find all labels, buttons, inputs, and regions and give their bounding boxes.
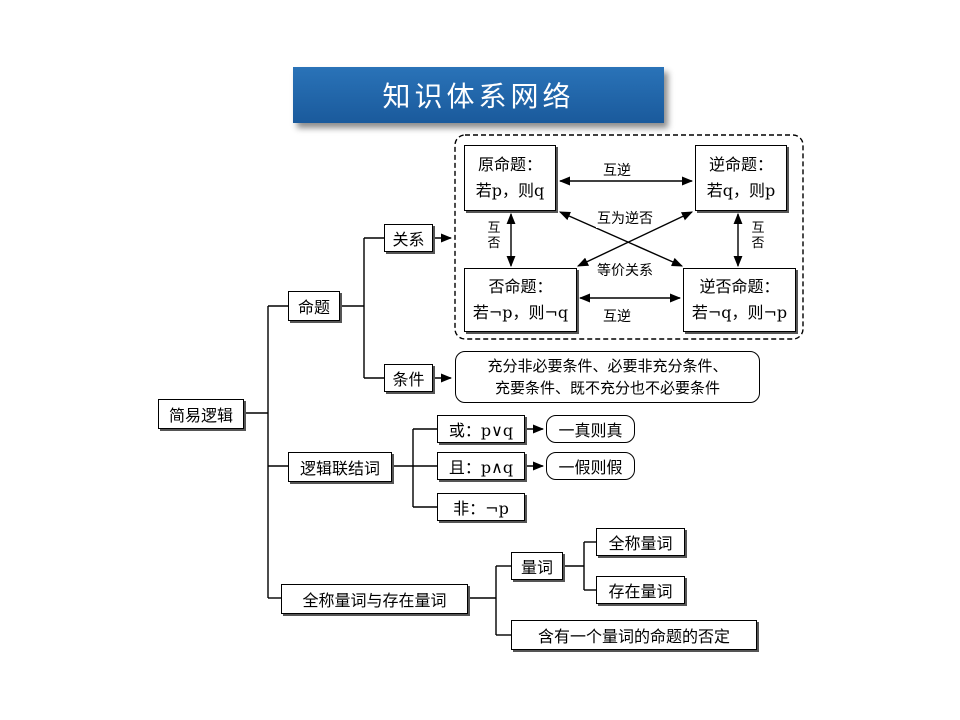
- or-node: 或：p∨q: [437, 415, 525, 443]
- relation-group-border: [454, 134, 804, 340]
- quantifier-negation-node: 含有一个量词的命题的否定: [511, 620, 757, 650]
- edge-label-bottom: 互逆: [603, 309, 631, 325]
- arrow-diag-2: [576, 211, 694, 267]
- condition-types-box: 充分非必要条件、必要非充分条件、 充要条件、既不充分也不必要条件: [455, 351, 760, 403]
- diagram-title: 知识体系网络: [382, 80, 575, 113]
- condition-text-line1: 充分非必要条件、必要非充分条件、: [487, 357, 728, 375]
- converse-line1: 逆命题：: [708, 155, 773, 174]
- universal-quantifier-node: 全称量词: [596, 528, 685, 556]
- original-line2: 若p，则q: [475, 181, 545, 200]
- quantifier-node: 量词: [511, 552, 563, 580]
- converse-line2: 若q，则p: [706, 181, 776, 200]
- or-result: 一真则真: [546, 415, 635, 443]
- condition-node: 条件: [384, 364, 433, 392]
- not-node: 非：¬p: [437, 493, 525, 521]
- edge-label-left: 互否: [487, 221, 501, 251]
- proposition-node: 命题: [288, 291, 340, 321]
- contrapositive-proposition-box: 逆否命题： 若¬q，则¬p: [683, 268, 796, 332]
- edge-label-top: 互逆: [603, 163, 631, 179]
- relation-node: 关系: [384, 224, 433, 252]
- diag-label-upper: 互为逆否: [596, 208, 654, 228]
- contrapositive-line2: 若¬q，则¬p: [691, 303, 788, 322]
- inverse-line1: 否命题：: [488, 277, 553, 296]
- inverse-line2: 若¬p，则¬q: [472, 303, 569, 322]
- existential-quantifier-node: 存在量词: [596, 576, 685, 604]
- converse-proposition-box: 逆命题： 若q，则p: [695, 145, 787, 211]
- title-banner: 知识体系网络: [293, 67, 664, 123]
- connectives-node: 逻辑联结词: [288, 452, 392, 482]
- and-result: 一假则假: [546, 452, 635, 480]
- contrapositive-line1: 逆否命题：: [699, 277, 780, 296]
- edge-label-right: 互否: [751, 221, 765, 251]
- original-proposition-box: 原命题： 若p，则q: [464, 145, 556, 211]
- quantifiers-node: 全称量词与存在量词: [281, 584, 468, 614]
- condition-text-line2: 充要条件、既不充分也不必要条件: [494, 379, 720, 397]
- and-node: 且：p∧q: [437, 452, 525, 480]
- inverse-proposition-box: 否命题： 若¬p，则¬q: [464, 268, 577, 332]
- diag-label-lower: 等价关系: [596, 260, 654, 280]
- root-node: 简易逻辑: [158, 399, 244, 429]
- original-line1: 原命题：: [477, 155, 542, 174]
